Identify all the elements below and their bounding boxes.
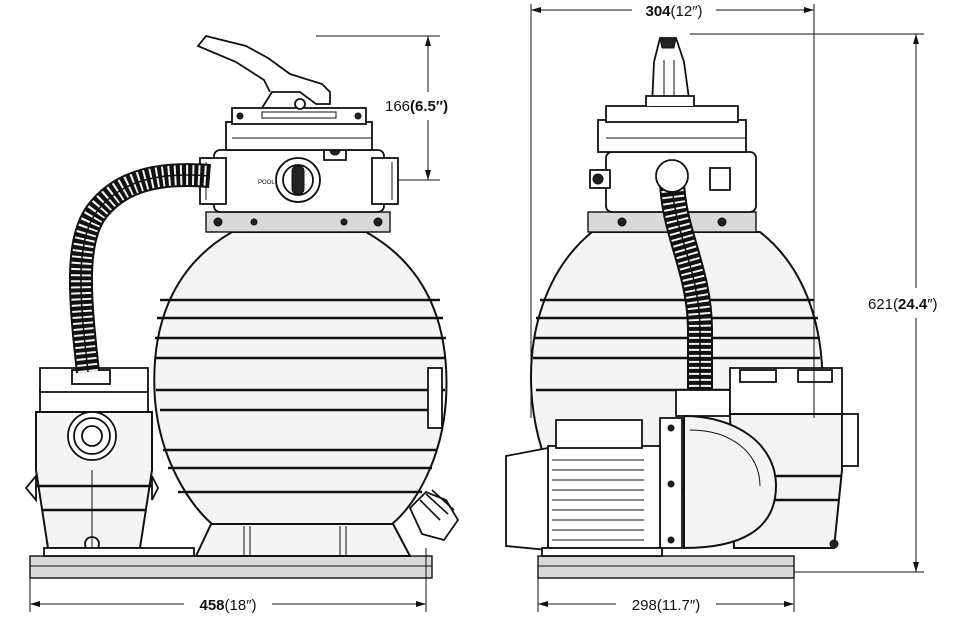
total-height-tail: ″) [927, 296, 937, 313]
front-width-value: 458 [199, 597, 224, 614]
side-width-unit: (11.7″) [657, 597, 700, 614]
top-width-value: 304 [645, 3, 671, 20]
motor-fins [552, 459, 644, 541]
valve-height-label: 166(6.5″) [385, 98, 448, 115]
front-collar [205, 211, 391, 233]
side-hose [655, 159, 713, 390]
side-view [505, 37, 859, 579]
front-tank [153, 231, 448, 525]
front-valve: POOL [196, 34, 399, 213]
side-base [537, 555, 795, 579]
side-width-value: 298 [632, 597, 657, 614]
front-width-label: 458(18″) [199, 597, 256, 614]
front-view: POOL [24, 34, 460, 579]
dimension-lines [29, 4, 924, 612]
dimension-labels: 304(12″) 166(6.5″) 621(24.4″) 458(18″) 2… [199, 3, 937, 614]
total-height-value: 621( [868, 296, 898, 313]
side-width-label: 298(11.7″) [632, 597, 700, 614]
top-width-label: 304(12″) [645, 3, 702, 20]
side-pump [505, 367, 859, 557]
top-width-unit: (12″) [671, 3, 703, 20]
valve-height-unit: (6.5″) [410, 98, 448, 115]
total-height-inches: 24.4 [898, 296, 928, 313]
valve-port-label: POOL [258, 180, 275, 186]
valve-height-value: 166 [385, 98, 410, 115]
front-drain-fitting [408, 489, 460, 542]
front-hose [69, 163, 211, 374]
total-height-label: 621(24.4″) [868, 296, 938, 313]
front-pump [24, 367, 195, 557]
front-width-unit: (18″) [225, 597, 257, 614]
front-base [29, 521, 433, 579]
